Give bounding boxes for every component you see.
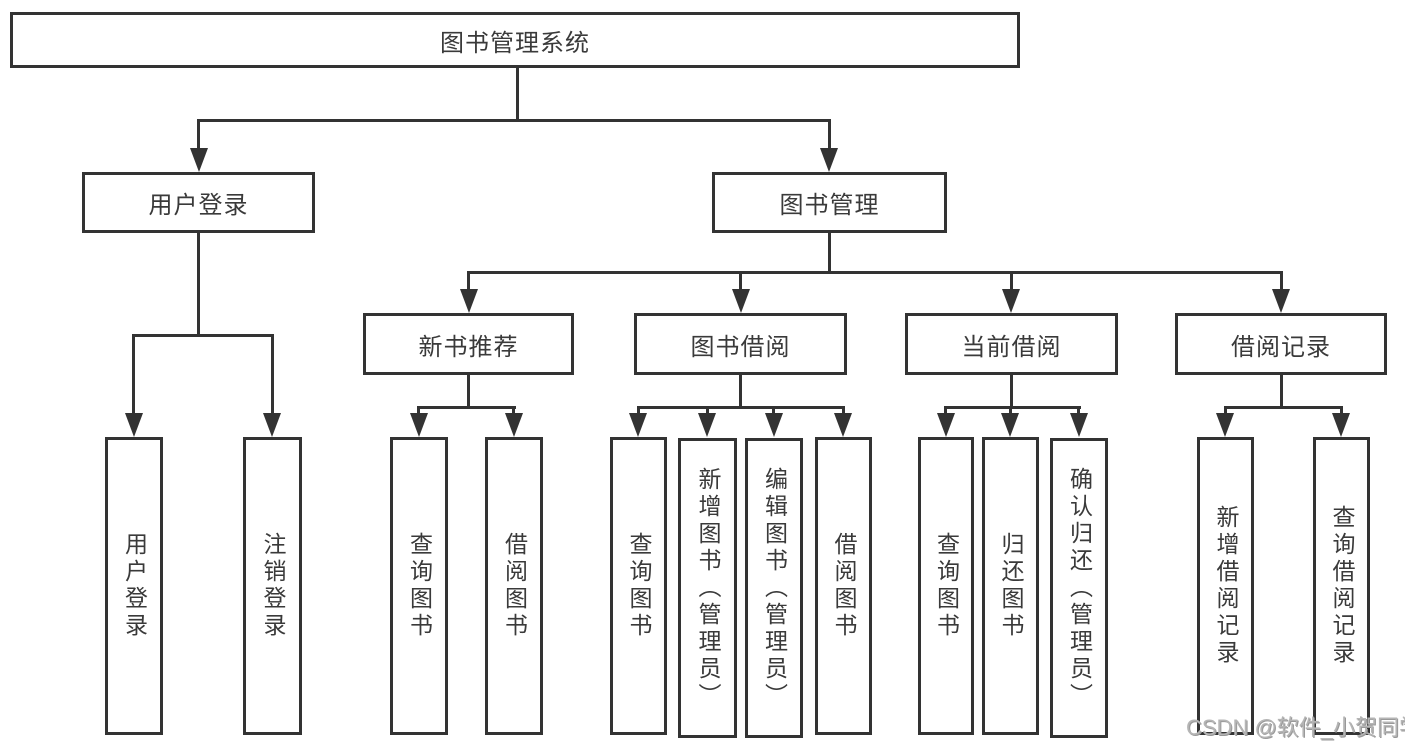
leaf-label: 查询图书 bbox=[933, 532, 960, 640]
arrow-down-icon bbox=[629, 413, 647, 437]
connector-vline bbox=[467, 271, 470, 291]
node-borrowing-records: 借阅记录 bbox=[1175, 313, 1387, 375]
node-book-borrowing: 图书借阅 bbox=[634, 313, 847, 375]
node-user-login: 用户登录 bbox=[82, 172, 315, 233]
connector-hline bbox=[1224, 406, 1343, 409]
leaf-recommend-query-books: 查询图书 bbox=[390, 437, 448, 735]
connector-vline bbox=[739, 375, 742, 409]
leaf-label: 查询图书 bbox=[626, 532, 652, 640]
connector-vline bbox=[1010, 375, 1013, 409]
leaf-borrow-add-books-admin: 新增图书（管理员） bbox=[678, 438, 737, 738]
connector-hline bbox=[944, 406, 1081, 409]
node-label: 当前借阅 bbox=[961, 333, 1062, 361]
arrow-down-icon bbox=[1332, 413, 1350, 437]
node-current-borrowing: 当前借阅 bbox=[905, 313, 1118, 375]
connector-vline bbox=[512, 406, 515, 416]
arrow-down-icon bbox=[732, 289, 750, 313]
arrow-down-icon bbox=[125, 413, 143, 437]
leaf-label: 查询图书 bbox=[406, 532, 433, 640]
leaf-borrow-edit-books-admin: 编辑图书（管理员） bbox=[745, 438, 803, 738]
node-label: 图书管理系统 bbox=[440, 29, 590, 57]
leaf-logout: 注销登录 bbox=[243, 437, 302, 735]
connector-hline bbox=[132, 334, 274, 337]
connector-vline bbox=[516, 68, 519, 121]
connector-vline bbox=[1340, 406, 1343, 416]
leaf-label: 确认归还（管理员） bbox=[1066, 466, 1093, 710]
arrow-down-icon bbox=[505, 413, 523, 437]
leaf-label: 用户登录 bbox=[121, 532, 148, 640]
arrow-down-icon bbox=[937, 413, 955, 437]
connector-vline bbox=[1280, 375, 1283, 409]
connector-vline bbox=[1280, 271, 1283, 291]
arrow-down-icon bbox=[1272, 289, 1290, 313]
leaf-records-add-borrow-record: 新增借阅记录 bbox=[1197, 437, 1254, 735]
connector-vline bbox=[197, 119, 200, 151]
arrow-down-icon bbox=[1001, 413, 1019, 437]
connector-hline bbox=[197, 119, 831, 122]
leaf-current-query-books: 查询图书 bbox=[918, 437, 974, 735]
leaf-label: 编辑图书（管理员） bbox=[761, 466, 788, 710]
node-label: 用户登录 bbox=[148, 192, 249, 219]
connector-vline bbox=[1077, 406, 1080, 416]
leaf-label: 新增借阅记录 bbox=[1213, 505, 1239, 667]
leaf-records-query-borrow-record: 查询借阅记录 bbox=[1313, 437, 1370, 735]
leaf-label: 借阅图书 bbox=[501, 532, 528, 640]
leaf-current-return-books: 归还图书 bbox=[982, 437, 1039, 735]
connector-vline bbox=[467, 375, 470, 409]
connector-hline bbox=[637, 406, 845, 409]
connector-hline bbox=[417, 406, 516, 409]
leaf-label: 查询借阅记录 bbox=[1329, 505, 1355, 667]
connector-vline bbox=[1224, 406, 1227, 416]
leaf-label: 归还图书 bbox=[998, 532, 1024, 640]
arrow-down-icon bbox=[1070, 413, 1088, 437]
connector-vline bbox=[271, 334, 274, 414]
connector-vline bbox=[842, 406, 845, 416]
node-new-book-recommend: 新书推荐 bbox=[363, 313, 574, 375]
connector-vline bbox=[828, 119, 831, 151]
leaf-label: 注销登录 bbox=[260, 532, 286, 640]
leaf-borrow-borrow-books: 借阅图书 bbox=[815, 437, 872, 735]
connector-vline bbox=[739, 271, 742, 291]
node-root-library-management-system: 图书管理系统 bbox=[10, 12, 1020, 68]
connector-vline bbox=[944, 406, 947, 416]
leaf-current-confirm-return-admin: 确认归还（管理员） bbox=[1050, 438, 1108, 738]
leaf-recommend-borrow-books: 借阅图书 bbox=[485, 437, 543, 735]
arrow-down-icon bbox=[263, 413, 281, 437]
node-label: 新书推荐 bbox=[418, 333, 519, 361]
connector-vline bbox=[637, 406, 640, 416]
arrow-down-icon bbox=[1002, 289, 1020, 313]
arrow-down-icon bbox=[190, 148, 208, 172]
node-label: 图书管理 bbox=[779, 192, 880, 219]
leaf-user-login: 用户登录 bbox=[105, 437, 163, 735]
node-label: 借阅记录 bbox=[1231, 333, 1331, 361]
connector-hline bbox=[467, 271, 1283, 274]
connector-vline bbox=[706, 406, 709, 416]
node-label: 图书借阅 bbox=[690, 333, 791, 361]
connector-vline bbox=[417, 406, 420, 416]
node-book-management: 图书管理 bbox=[712, 172, 947, 233]
connector-vline bbox=[828, 233, 831, 273]
arrow-down-icon bbox=[460, 289, 478, 313]
connector-vline bbox=[1009, 406, 1012, 416]
leaf-label: 借阅图书 bbox=[831, 532, 857, 640]
arrow-down-icon bbox=[698, 413, 716, 437]
leaf-label: 新增图书（管理员） bbox=[695, 466, 721, 710]
arrow-down-icon bbox=[765, 413, 783, 437]
leaf-borrow-query-books: 查询图书 bbox=[610, 437, 667, 735]
connector-vline bbox=[1010, 271, 1013, 291]
connector-vline bbox=[772, 406, 775, 416]
arrow-down-icon bbox=[820, 148, 838, 172]
arrow-down-icon bbox=[410, 413, 428, 437]
arrow-down-icon bbox=[834, 413, 852, 437]
connector-vline bbox=[132, 334, 135, 414]
connector-vline bbox=[197, 233, 200, 336]
csdn-watermark: CSDN @软件_小贺同学 bbox=[1186, 715, 1405, 740]
arrow-down-icon bbox=[1216, 413, 1234, 437]
